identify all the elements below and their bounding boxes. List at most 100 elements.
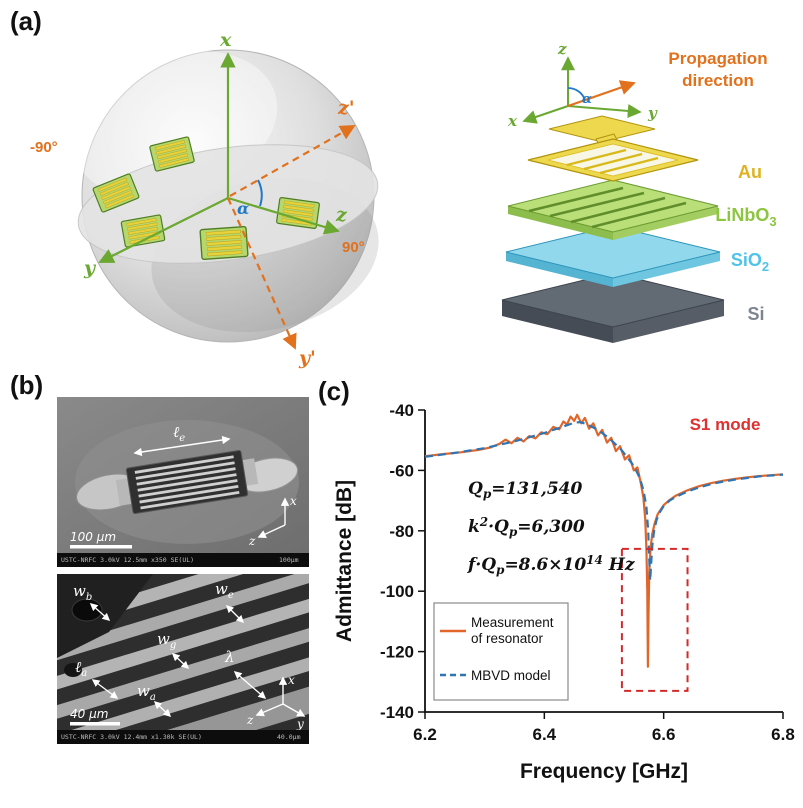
stack-y-label: y	[647, 104, 658, 122]
sem-caption-scale: 40.0μm	[277, 733, 301, 741]
lambda-arrow	[233, 671, 267, 699]
sem-axes: x z y	[246, 673, 306, 731]
la-label: ℓa	[75, 658, 87, 679]
idt-electrode-region	[115, 449, 259, 515]
chart-series	[424, 413, 784, 668]
alpha-angle-arc	[257, 179, 263, 207]
panel-b-label: (b)	[10, 370, 44, 400]
chart-overlays	[620, 547, 689, 692]
wb-arrow	[89, 603, 111, 621]
layer-stack: z y x α Propagation direction	[501, 40, 777, 343]
legend-measurement-label-line1: Measurement	[471, 615, 554, 630]
sem-caption-text: USTC-NRFC 3.0kV 12.5mm x350 SE(UL)	[61, 556, 194, 564]
we-label: we	[215, 580, 234, 601]
sio2-label: SiO2	[731, 250, 769, 274]
legend-mbvd-label: MBVD model	[471, 668, 551, 683]
sem-caption-strip	[57, 553, 309, 567]
au-idt-fingers	[566, 148, 659, 175]
scalebar-label: 100 μm	[70, 530, 116, 544]
linbo3-label: LiNbO3	[715, 205, 776, 229]
idt-fingers	[134, 455, 240, 510]
resonance-highlight-box	[620, 547, 689, 692]
sem-z-label: z	[246, 713, 254, 727]
stack-alpha-label: α	[582, 92, 592, 107]
wg-arrow	[171, 653, 190, 669]
sphere-y-prime-label: y'	[298, 347, 316, 369]
angle-neg90-label: -90°	[30, 139, 58, 156]
sem-z-label: z	[248, 534, 256, 548]
wa-label: wa	[137, 682, 156, 703]
y-tick-label: -60	[389, 461, 414, 480]
sio2-layer	[505, 225, 721, 287]
scalebar	[70, 545, 132, 549]
sem-image-top: ℓe 100 μm x z USTC-NRFC 3.0kV 12.5mm x35…	[57, 397, 309, 567]
sem-z-axis	[255, 703, 284, 717]
sphere-y-axis	[98, 197, 229, 263]
sem-caption-scale: 100μm	[279, 556, 299, 564]
x-axis-title: Frequency [GHz]	[520, 760, 688, 783]
wa-arrow	[153, 701, 172, 717]
sphere-y-prime-axis	[226, 197, 297, 350]
dimension-annotations: wb we wg λ ℓa wa	[73, 580, 267, 717]
admittance-chart: 6.2 6.4 6.6 6.8 -40 -60 -80 -100 -120 -140 S1 mod…	[333, 401, 795, 783]
y-tick-label: -40	[389, 401, 414, 420]
device-icon	[199, 225, 249, 261]
series-mbvd-model	[424, 420, 784, 582]
la-arrow	[91, 679, 119, 699]
propagation-label-line2: direction	[682, 71, 754, 90]
x-tick-label: 6.2	[413, 725, 437, 744]
linbo3-layer	[507, 179, 719, 240]
stack-x-axis	[522, 105, 569, 124]
si-label: Si	[747, 304, 764, 324]
panel-c-label: (c)	[318, 376, 350, 406]
sem-x-label: x	[288, 673, 295, 687]
stack-x-label: x	[507, 112, 518, 130]
stack-z-label: z	[557, 40, 567, 58]
contact-hole-small	[64, 663, 82, 677]
propagation-label-line1: Propagation	[668, 49, 767, 68]
legend-measurement-label-line2: of resonator	[471, 631, 544, 646]
y-tick-label: -80	[389, 522, 414, 541]
chart-ticks: 6.2 6.4 6.6 6.8 -40 -60 -80 -100 -120 -140	[380, 401, 795, 744]
panel-a-schematic: x y z z' y' -90° 90° α z y x α Propagati…	[30, 29, 777, 369]
wb-label: wb	[73, 582, 92, 603]
sphere-x-label: x	[219, 29, 232, 51]
sphere-z-axis	[227, 196, 340, 235]
au-layer	[527, 115, 699, 182]
propagation-arrow	[567, 80, 636, 108]
scalebar-label: 40 μm	[70, 707, 108, 721]
sem-image-bottom: wb we wg λ ℓa wa 40 μm x z y USTC-NRFC 3…	[57, 574, 309, 744]
idt-finger-closeup	[57, 574, 309, 730]
x-tick-label: 6.4	[533, 725, 557, 744]
legend-box	[433, 602, 569, 701]
stack-y-axis	[567, 104, 642, 118]
sem-y-label: y	[296, 717, 304, 731]
wg-label: wg	[157, 630, 176, 651]
we-arrow	[225, 604, 245, 624]
linbo3-etched-fingers	[528, 186, 687, 229]
y-tick-label: -100	[380, 582, 414, 601]
si-layer	[501, 272, 725, 343]
sem-x-label: x	[290, 494, 297, 508]
orientation-sphere: x y z z' y' -90° 90° α	[30, 29, 379, 369]
sem-y-axis	[282, 703, 306, 717]
sphere-y-label: y	[83, 257, 97, 279]
angle-pos90-label: 90°	[342, 239, 365, 256]
le-dimension-arrow	[133, 435, 231, 457]
x-tick-label: 6.6	[652, 725, 676, 744]
stack-alpha-arc	[567, 87, 586, 101]
le-dimension-label: ℓe	[173, 423, 185, 444]
mode-annotation: S1 mode	[690, 415, 761, 434]
x-tick-label: 6.8	[771, 725, 795, 744]
y-tick-label: -120	[380, 643, 414, 662]
lambda-label: λ	[224, 648, 235, 666]
sphere-z-prime-label: z'	[337, 97, 355, 119]
au-label: Au	[738, 162, 762, 182]
fqp-annotation: f·Qp=8.6×1014 Hz	[467, 553, 635, 577]
chart-legend: Measurement of resonator MBVD model	[433, 602, 569, 701]
qp-annotation: Qp=131,540	[468, 479, 583, 501]
y-tick-label: -140	[380, 703, 414, 722]
k2qp-annotation: k2·Qp=6,300	[468, 515, 585, 539]
sem-caption-text: USTC-NRFC 3.0kV 12.4mm x1.30k SE(UL)	[61, 733, 202, 741]
